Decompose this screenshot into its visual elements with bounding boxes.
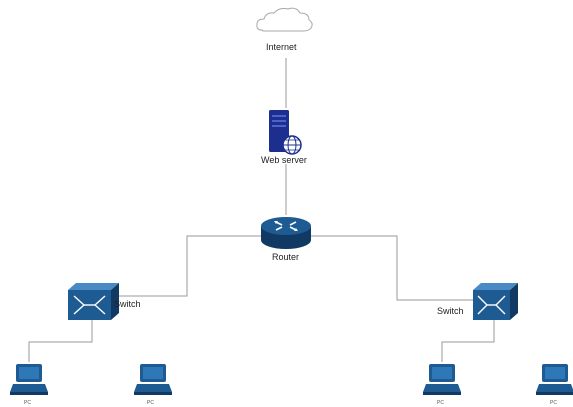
pc-icon-4 [536,364,573,395]
cloud-icon [256,7,313,32]
link-switch-right-pcs [441,318,495,362]
switch-right-label: Switch [437,306,464,316]
pc-icon-2 [134,364,172,395]
pc-label-4: PC [550,400,557,406]
switch-left-label: Switch [114,299,141,309]
link-switch-left-pcs [28,318,93,362]
switch-icon-right [473,283,518,320]
server-globe-icon [269,110,302,155]
internet-label: Internet [266,42,297,52]
pc-label-2: PC [147,400,154,406]
web-server-label: Web server [261,155,307,165]
link-router-switch-right [310,235,473,301]
link-router-switch-left [119,235,263,297]
router-icon [261,217,311,249]
switch-icon-left [68,283,119,320]
router-label: Router [272,252,300,262]
pc-label-1: PC [24,400,31,406]
links [28,58,495,362]
pc-icon-1 [10,364,48,395]
pc-label-3: PC [437,400,444,406]
pc-icon-3 [423,364,461,395]
